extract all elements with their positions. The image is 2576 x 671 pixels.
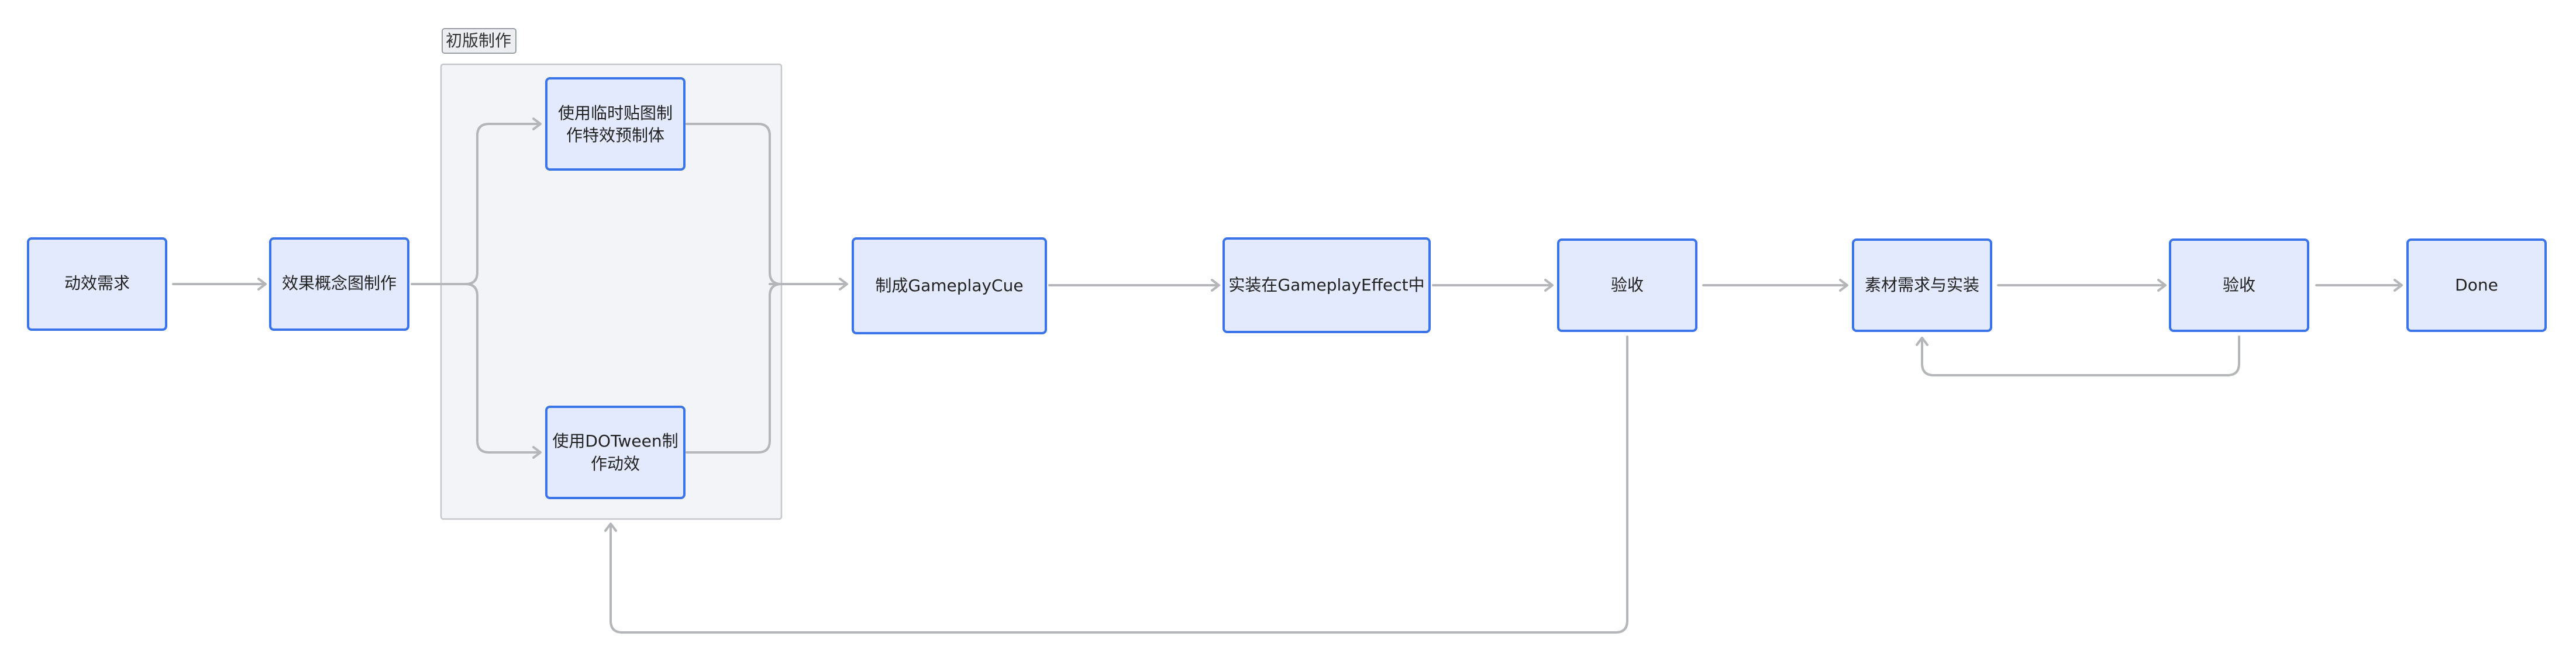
group-initial-production: 初版制作 bbox=[440, 28, 783, 520]
node-box bbox=[852, 237, 1047, 334]
arrowhead bbox=[532, 446, 542, 459]
arrowhead bbox=[2157, 279, 2167, 292]
arrowhead bbox=[839, 278, 848, 290]
node-label-line-2: 作动效 bbox=[591, 454, 640, 473]
edge-review1-loop-to-group bbox=[609, 336, 1628, 634]
node-label: Done bbox=[2455, 275, 2498, 295]
node-label-line-2: 作特效预制体 bbox=[566, 126, 664, 145]
arrowhead bbox=[604, 523, 617, 532]
arrowhead bbox=[1839, 279, 1848, 292]
edge-review2-loop-to-asset bbox=[1921, 336, 2240, 376]
node-review-1: 验收 bbox=[1557, 238, 1697, 332]
node-gameplay-cue: 制成GameplayCue bbox=[852, 237, 1047, 334]
edge-concept-to-temp-texture bbox=[411, 123, 540, 285]
node-box bbox=[2169, 238, 2309, 332]
group-container bbox=[440, 63, 783, 520]
node-box bbox=[269, 237, 409, 331]
node-box bbox=[2406, 238, 2547, 332]
node-review-2: 验收 bbox=[2169, 238, 2309, 332]
group-label-tag bbox=[442, 28, 516, 54]
node-install-effect: 实装在GameplayEffect中 bbox=[1222, 237, 1431, 333]
edge-concept-to-dotween bbox=[464, 283, 540, 454]
arrowhead bbox=[1211, 279, 1220, 292]
node-temp-texture: 使用临时贴图制 作特效预制体 bbox=[545, 77, 686, 171]
group-label: 初版制作 bbox=[446, 31, 511, 50]
node-label-line-1: 使用临时贴图制 bbox=[558, 103, 673, 123]
arrowhead bbox=[2394, 279, 2403, 292]
edges bbox=[172, 117, 2403, 634]
node-motion-request: 动效需求 bbox=[27, 237, 167, 331]
edge-dotween-to-cue bbox=[686, 283, 783, 454]
node-label: 验收 bbox=[1611, 275, 1644, 295]
node-box bbox=[545, 406, 686, 499]
arrowhead bbox=[257, 278, 267, 290]
arrowhead bbox=[1916, 337, 1928, 346]
node-label: 素材需求与实装 bbox=[1865, 275, 1979, 295]
node-label: 效果概念图制作 bbox=[282, 274, 397, 293]
node-label-line-1: 使用DOTween制 bbox=[552, 431, 678, 451]
arrowhead bbox=[1544, 279, 1554, 292]
arrowhead bbox=[532, 117, 542, 130]
node-label: 验收 bbox=[2223, 275, 2255, 295]
node-box bbox=[545, 77, 686, 171]
node-box bbox=[1852, 238, 1992, 332]
node-concept-art: 效果概念图制作 bbox=[269, 237, 409, 331]
node-dotween: 使用DOTween制 作动效 bbox=[545, 406, 686, 499]
nodes: 动效需求 效果概念图制作 使用临时贴图制 作特效预制体 使用DOTween制 作… bbox=[27, 77, 2547, 499]
node-box bbox=[27, 237, 167, 331]
edge-temp-texture-to-cue bbox=[686, 123, 783, 285]
node-label: 制成GameplayCue bbox=[875, 276, 1023, 295]
node-label: 实装在GameplayEffect中 bbox=[1228, 275, 1424, 295]
node-label: 动效需求 bbox=[64, 274, 130, 293]
node-box bbox=[1222, 237, 1431, 333]
node-done: Done bbox=[2406, 238, 2547, 332]
node-box bbox=[1557, 238, 1697, 332]
node-asset-request: 素材需求与实装 bbox=[1852, 238, 1992, 332]
